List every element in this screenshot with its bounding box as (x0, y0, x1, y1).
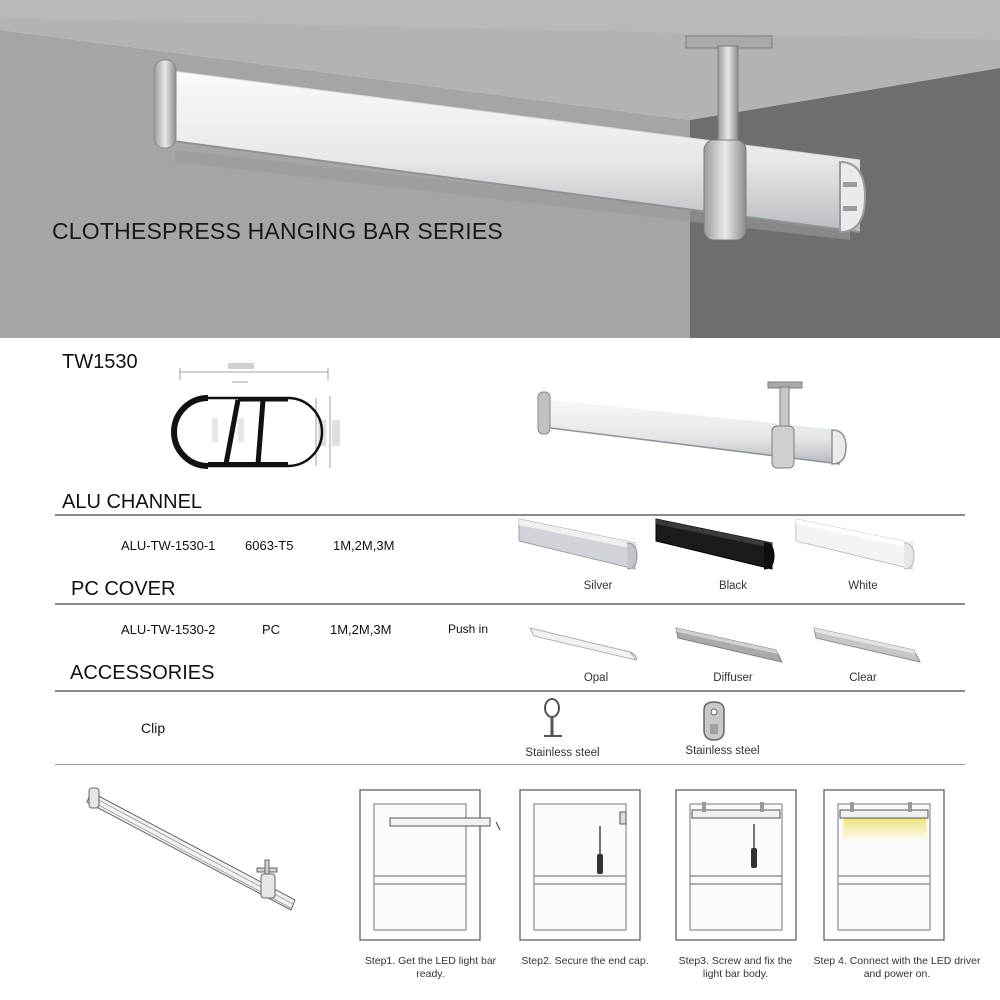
cover-label-clear: Clear (849, 672, 877, 684)
end-clip-icon (544, 698, 562, 737)
alu-material: 6063-T5 (245, 538, 294, 553)
bracket-clip-icon (703, 701, 725, 741)
section-title-pc-cover: PC COVER (71, 578, 176, 600)
section-title-alu-channel: ALU CHANNEL (62, 491, 203, 513)
section-title-accessories: ACCESSORIES (70, 662, 215, 684)
channel-silver-swatch (518, 518, 638, 570)
hero-banner: CLOTHESPRESS HANGING BAR SERIES (0, 0, 1000, 338)
wardrobe-step-illustration (519, 789, 641, 941)
wardrobe-step-illustration (823, 789, 945, 941)
accessory-material-label: Stainless steel (525, 747, 600, 759)
step-caption-4: Step 4. Connect with the LED driver and … (813, 955, 981, 980)
pc-lengths: 1M,2M,3M (330, 622, 392, 637)
pc-install-method: Push in (448, 622, 489, 636)
section-divider (55, 764, 965, 765)
section-divider (55, 603, 965, 605)
cover-diffuser-swatch (675, 627, 783, 663)
pc-material: PC (262, 622, 281, 637)
finish-label-silver: Silver (583, 580, 613, 592)
channel-white-swatch (795, 518, 915, 570)
model-code: TW1530 (62, 351, 138, 373)
accessory-item-name: Clip (141, 720, 166, 736)
step-caption-3: Step3. Screw and fix the light bar body. (678, 955, 793, 980)
cover-label-diffuser: Diffuser (713, 672, 753, 684)
led-glow (842, 818, 928, 842)
channel-black-swatch (655, 518, 775, 570)
alu-part-number: ALU-TW-1530-1 (121, 538, 216, 553)
cover-label-opal: Opal (583, 672, 609, 684)
pc-part-number: ALU-TW-1530-2 (121, 622, 216, 637)
hero-title: CLOTHESPRESS HANGING BAR SERIES (52, 218, 503, 244)
hero-render (0, 0, 1000, 338)
accessory-material-label: Stainless steel (685, 745, 760, 757)
alu-lengths: 1M,2M,3M (333, 538, 395, 553)
cover-opal-swatch (529, 627, 638, 661)
step-caption-2: Step2. Secure the end cap. (521, 955, 649, 967)
cover-clear-swatch (813, 627, 921, 663)
hanging-bar-render (537, 381, 847, 469)
hanging-bar-render (86, 787, 296, 911)
section-divider (55, 514, 965, 516)
step-caption-1: Step1. Get the LED light bar ready. (364, 955, 497, 980)
finish-label-white: White (848, 580, 878, 592)
section-divider (55, 690, 965, 692)
finish-label-black: Black (718, 580, 748, 592)
hanging-bar-render (165, 70, 860, 232)
wardrobe-step-illustration (359, 789, 501, 941)
profile-cross-section (168, 358, 353, 478)
wardrobe-step-illustration (675, 789, 797, 941)
